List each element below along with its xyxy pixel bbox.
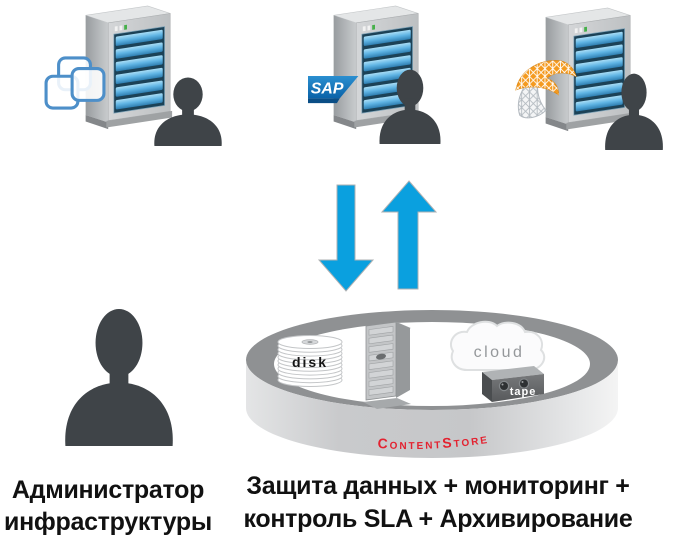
admin-label: Администратор инфраструктуры xyxy=(0,474,216,538)
disk-label: disk xyxy=(292,354,328,370)
server-tower-icon xyxy=(363,321,412,409)
infrastructure-admin-silhouette xyxy=(65,308,173,446)
contentstore-ring-front xyxy=(246,360,618,458)
cloud-label: cloud xyxy=(474,344,525,361)
platform-caption: Защита данных + мониторинг + контроль SL… xyxy=(238,470,638,536)
up-arrow-icon xyxy=(380,180,438,290)
tape-label: tape xyxy=(510,386,537,398)
admin-label-line1: Администратор xyxy=(11,476,205,504)
tape-drive-icon: tape xyxy=(482,366,544,402)
platform-caption-line1: Защита данных + мониторинг + xyxy=(246,472,630,500)
cloud-icon: cloud xyxy=(449,320,546,371)
user-silhouette-icon xyxy=(154,77,222,146)
admin-label-line2: инфраструктуры xyxy=(4,508,212,536)
disk-stack-icon: disk xyxy=(277,335,343,387)
user-silhouette-icon xyxy=(605,73,663,150)
vmware-logo-icon xyxy=(44,56,106,110)
platform-caption-line2: контроль SLA + Архивирование xyxy=(243,505,633,533)
sap-logo-icon: SAP xyxy=(308,76,359,104)
contentstore-platform: cloud disk xyxy=(246,310,618,458)
sql-server-logo-icon xyxy=(515,60,577,119)
sap-logo-text: SAP xyxy=(311,81,344,98)
data-flow-arrows xyxy=(317,180,438,292)
down-arrow-icon xyxy=(317,184,375,292)
user-silhouette-icon xyxy=(379,69,441,144)
